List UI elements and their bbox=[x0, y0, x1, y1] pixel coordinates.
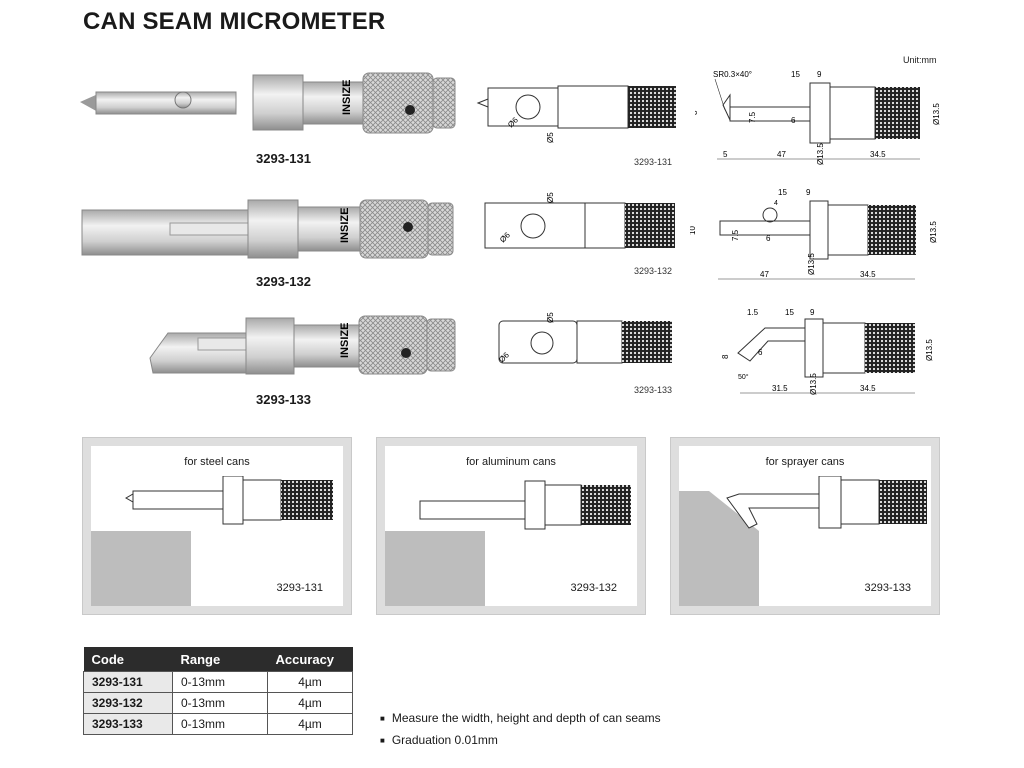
svg-text:Ø5: Ø5 bbox=[546, 132, 555, 143]
table-cell: 0-13mm bbox=[172, 692, 268, 714]
product-photo-3293-133: INSIZE bbox=[149, 315, 456, 375]
usage-illustration bbox=[679, 476, 927, 606]
spec-table: Code Range Accuracy 3293-131 0-13mm 4µm … bbox=[83, 647, 353, 735]
product-code: 3293-133 bbox=[256, 392, 311, 407]
top-view-drawing-3293-131: Ø6 Ø5 bbox=[476, 85, 676, 143]
svg-text:10: 10 bbox=[690, 226, 697, 235]
side-view-drawing-3293-131: SR0.3×40° 15 9 8 7.5 6 Ø13.5 Ø13.5 5 47 … bbox=[695, 70, 941, 165]
top-view-drawing-3293-132: Ø6 Ø5 bbox=[484, 192, 675, 249]
panel-title: for aluminum cans bbox=[466, 456, 556, 468]
svg-text:Ø13.5: Ø13.5 bbox=[809, 373, 818, 395]
svg-text:34.5: 34.5 bbox=[870, 150, 886, 159]
panel-code: 3293-133 bbox=[864, 582, 912, 594]
svg-text:Ø13.5: Ø13.5 bbox=[929, 221, 938, 243]
table-cell: 4µm bbox=[267, 671, 353, 693]
product-photo-3293-132: INSIZE bbox=[81, 199, 454, 259]
svg-text:15: 15 bbox=[785, 308, 794, 317]
svg-text:9: 9 bbox=[806, 188, 811, 197]
svg-text:Ø13.5: Ø13.5 bbox=[816, 143, 825, 165]
svg-text:5: 5 bbox=[723, 150, 728, 159]
svg-text:50°: 50° bbox=[738, 373, 749, 381]
panel-code: 3293-132 bbox=[570, 582, 618, 594]
table-row: 3293-131 0-13mm 4µm bbox=[83, 671, 353, 693]
svg-text:7.5: 7.5 bbox=[748, 111, 757, 123]
top-view-drawing-3293-133: Ø6 Ø5 bbox=[497, 312, 672, 364]
svg-text:Ø13.5: Ø13.5 bbox=[925, 339, 934, 361]
svg-text:15: 15 bbox=[791, 70, 800, 79]
table-cell: 3293-132 bbox=[83, 692, 173, 714]
column-header: Range bbox=[172, 647, 268, 672]
table-row: 3293-132 0-13mm 4µm bbox=[83, 692, 353, 714]
usage-illustration bbox=[91, 476, 333, 606]
svg-text:34.5: 34.5 bbox=[860, 384, 876, 393]
usage-panel-steel: for steel cans 3293-131 bbox=[82, 437, 352, 615]
svg-text:6: 6 bbox=[766, 234, 771, 243]
svg-text:6: 6 bbox=[791, 116, 796, 125]
svg-text:31.5: 31.5 bbox=[772, 384, 788, 393]
svg-text:Ø13.5: Ø13.5 bbox=[807, 253, 816, 275]
unit-label: Unit:mm bbox=[903, 55, 937, 65]
brand-text: INSIZE bbox=[339, 208, 351, 243]
svg-text:9: 9 bbox=[810, 308, 815, 317]
product-code: 3293-131 bbox=[256, 151, 311, 166]
svg-text:4: 4 bbox=[774, 200, 778, 207]
usage-panel-sprayer: for sprayer cans 3293-133 bbox=[670, 437, 940, 615]
panel-title: for sprayer cans bbox=[765, 456, 845, 468]
drawing-code: 3293-133 bbox=[634, 385, 673, 395]
brand-text: INSIZE bbox=[341, 80, 353, 115]
panel-title: for steel cans bbox=[184, 456, 250, 468]
svg-text:Ø13.5: Ø13.5 bbox=[932, 103, 941, 125]
table-row: 3293-133 0-13mm 4µm bbox=[83, 713, 353, 735]
usage-panel-aluminum: for aluminum cans 3293-132 bbox=[376, 437, 646, 615]
column-header: Code bbox=[83, 647, 173, 672]
product-code: 3293-132 bbox=[256, 274, 311, 289]
table-cell: 4µm bbox=[267, 692, 353, 714]
usage-illustration bbox=[385, 480, 631, 606]
svg-text:15: 15 bbox=[778, 188, 787, 197]
brand-text: INSIZE bbox=[339, 323, 351, 358]
svg-text:6: 6 bbox=[758, 348, 763, 357]
svg-text:8: 8 bbox=[695, 110, 699, 115]
table-cell: 0-13mm bbox=[172, 671, 268, 693]
feature-list: Measure the width, height and depth of c… bbox=[380, 708, 661, 752]
side-view-drawing-3293-132: 15 9 10 7.5 6 Ø13.5 Ø13.5 47 34.5 4 bbox=[690, 188, 938, 280]
table-cell: 3293-133 bbox=[83, 713, 173, 735]
table-cell: 4µm bbox=[267, 713, 353, 735]
side-view-drawing-3293-133: 1.5 15 9 8 6 50° Ø13.5 Ø13.5 31.5 34.5 bbox=[721, 308, 934, 395]
svg-text:34.5: 34.5 bbox=[860, 270, 876, 279]
svg-text:9: 9 bbox=[817, 70, 822, 79]
column-header: Accuracy bbox=[267, 647, 353, 672]
page-title: CAN SEAM MICROMETER bbox=[83, 8, 386, 35]
svg-text:8: 8 bbox=[721, 354, 730, 359]
feature-item: Measure the width, height and depth of c… bbox=[380, 708, 661, 730]
svg-text:47: 47 bbox=[760, 270, 769, 279]
table-header-row: Code Range Accuracy bbox=[83, 647, 353, 672]
svg-text:1.5: 1.5 bbox=[747, 308, 759, 317]
svg-text:SR0.3×40°: SR0.3×40° bbox=[713, 70, 752, 79]
svg-text:7.5: 7.5 bbox=[731, 229, 740, 241]
svg-text:Ø5: Ø5 bbox=[546, 312, 555, 323]
product-photo-3293-131: INSIZE bbox=[80, 72, 456, 134]
table-cell: 0-13mm bbox=[172, 713, 268, 735]
panel-code: 3293-131 bbox=[276, 582, 324, 594]
drawing-code: 3293-131 bbox=[634, 157, 673, 167]
feature-item: Graduation 0.01mm bbox=[380, 730, 661, 752]
drawing-code: 3293-132 bbox=[634, 266, 673, 276]
svg-text:47: 47 bbox=[777, 150, 786, 159]
table-cell: 3293-131 bbox=[83, 671, 173, 693]
svg-text:Ø5: Ø5 bbox=[546, 192, 555, 203]
